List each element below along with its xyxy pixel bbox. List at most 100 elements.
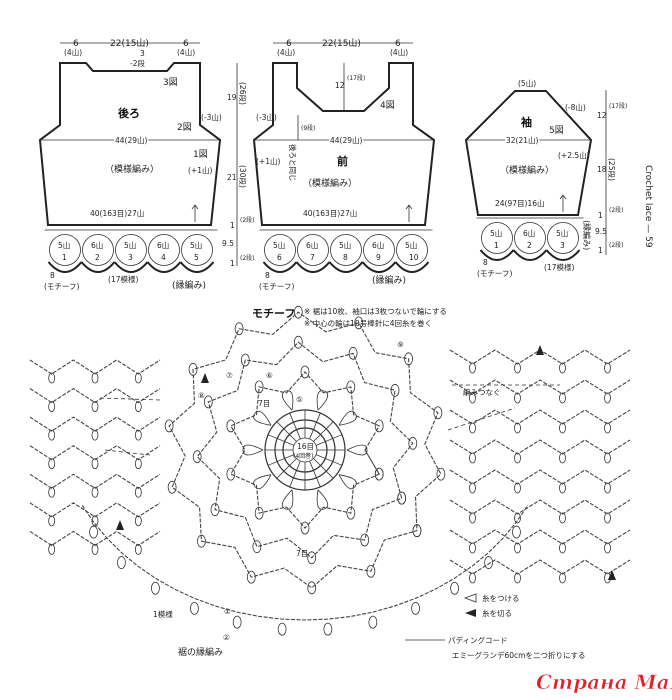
motif-number: 10 bbox=[409, 253, 419, 262]
sleeve-motif-w: 8 bbox=[483, 258, 488, 267]
picot-loop bbox=[234, 322, 244, 336]
motif-circle bbox=[396, 234, 428, 266]
front-motif-w-label: (モチーフ) bbox=[259, 282, 294, 291]
motif-number: 4 bbox=[161, 253, 166, 262]
hem-picot bbox=[151, 581, 160, 595]
legend-cut: 糸を切る bbox=[482, 608, 512, 618]
back-h-upper: 19 bbox=[227, 93, 237, 102]
picot-loop bbox=[167, 480, 177, 494]
back-pattern-count: (17模様) bbox=[108, 274, 138, 284]
edging-scallop bbox=[479, 249, 515, 261]
back-h-lower-rows: (30段) bbox=[238, 165, 248, 188]
motif-count: 5山 bbox=[339, 240, 351, 250]
stitch-spoke bbox=[276, 458, 297, 479]
back-fig3: 3図 bbox=[163, 77, 178, 88]
petal bbox=[346, 444, 368, 456]
sleeve-width: 32(21山) bbox=[506, 135, 539, 145]
back-edging: (縁編み) bbox=[172, 279, 206, 291]
back-fig1: 1図 bbox=[193, 149, 208, 160]
motif-circle bbox=[547, 222, 579, 254]
picot-loop bbox=[254, 380, 264, 394]
picot-loop bbox=[300, 521, 310, 535]
side-lattice-right bbox=[449, 439, 631, 455]
picot-loop bbox=[293, 335, 303, 349]
motif-note-2: ※ 中心の輪は10号棒針に4回糸を巻く bbox=[304, 318, 432, 328]
picot-loop bbox=[91, 372, 99, 384]
picot-loop bbox=[210, 503, 220, 517]
motif-count: 6山 bbox=[157, 240, 169, 250]
back-bottom: 40(163目)27山 bbox=[90, 208, 144, 218]
petal bbox=[242, 444, 264, 456]
side-lattice-right bbox=[449, 469, 631, 485]
picot-loop bbox=[559, 572, 566, 584]
picot-loop bbox=[469, 482, 476, 494]
picot-loop bbox=[514, 392, 521, 404]
sleeve-dec: (-8山) bbox=[565, 102, 586, 112]
picot-loop bbox=[374, 419, 384, 433]
picot-loop bbox=[559, 542, 566, 554]
motif-count: 5山 bbox=[556, 228, 568, 238]
back-edge2-rows: (2段) bbox=[240, 254, 255, 262]
front-pattern: （模様編み） bbox=[303, 177, 357, 189]
cut-yarn-marker-icon bbox=[608, 570, 616, 580]
sleeve-top: (5山) bbox=[518, 78, 536, 88]
stitch-spoke bbox=[315, 454, 343, 466]
hem-picot bbox=[232, 615, 242, 629]
picot-loop bbox=[192, 450, 202, 464]
picot-loop bbox=[390, 383, 400, 397]
motif-number: 5 bbox=[194, 253, 199, 262]
motif-number: 3 bbox=[560, 241, 565, 250]
motif-chart-title: モチーフ bbox=[252, 307, 295, 320]
chain-round bbox=[230, 371, 380, 529]
sleeve-edging: (縁編み) bbox=[582, 220, 592, 250]
picot-loop bbox=[559, 422, 566, 434]
hem-picot bbox=[323, 622, 333, 636]
picot-loop bbox=[91, 544, 99, 555]
picot-loop bbox=[514, 422, 521, 434]
edging-scallop bbox=[80, 261, 116, 273]
picot-loop bbox=[48, 372, 56, 384]
back-edge1-rows: (2段) bbox=[240, 216, 255, 224]
sleeve-h-upper-rows: (17段) bbox=[609, 102, 627, 110]
sleeve-motif-h: 9.5 bbox=[595, 227, 607, 236]
edging-scallop bbox=[545, 249, 581, 261]
motif-circle bbox=[82, 234, 114, 266]
hem-picot bbox=[450, 581, 459, 595]
back-top-mid: 22(15山) bbox=[110, 38, 149, 49]
chain-round bbox=[168, 311, 442, 589]
back-top-right: 6 bbox=[183, 39, 189, 49]
motif-circle bbox=[148, 234, 180, 266]
front-edging: (縁編み) bbox=[372, 274, 406, 286]
picot-loop bbox=[134, 401, 142, 412]
front-same-as-back: 後ろと同じ bbox=[288, 144, 298, 182]
motif-number: 8 bbox=[343, 253, 348, 262]
motif-number: 6 bbox=[277, 253, 282, 262]
hem-picot bbox=[512, 525, 521, 539]
sleeve-edge1: 1 bbox=[598, 211, 603, 220]
motif-stitch-art bbox=[29, 305, 631, 636]
edging-scallop bbox=[179, 261, 215, 273]
stitch-spoke bbox=[289, 460, 301, 488]
picot-loop bbox=[408, 436, 418, 450]
picot-loop bbox=[559, 482, 566, 494]
motif-count: 6山 bbox=[91, 240, 103, 250]
hem-picot bbox=[484, 556, 493, 569]
side-lattice-right bbox=[449, 559, 631, 575]
edging-scallop bbox=[47, 261, 83, 273]
picot-loop bbox=[514, 572, 521, 584]
motif-note-1: ※ 裾は10枚、袖口は3枚つないで輪にする bbox=[304, 306, 447, 316]
picot-loop bbox=[203, 395, 213, 409]
side-lattice-left bbox=[29, 530, 161, 547]
picot-loop bbox=[307, 581, 317, 595]
front-top-left: 6 bbox=[286, 39, 292, 49]
side-lattice-right bbox=[449, 409, 631, 425]
back-top-left: 6 bbox=[73, 39, 79, 49]
motif-number: 2 bbox=[527, 241, 532, 250]
stitch-spoke bbox=[289, 412, 301, 440]
front-armhole: (-3山) bbox=[256, 112, 277, 122]
round-label: 7目 bbox=[258, 399, 270, 408]
round-label: ⑤ bbox=[296, 395, 303, 404]
back-h-lower: 21 bbox=[227, 173, 237, 182]
round-label: ① bbox=[224, 607, 231, 616]
hem-picot bbox=[190, 601, 199, 615]
